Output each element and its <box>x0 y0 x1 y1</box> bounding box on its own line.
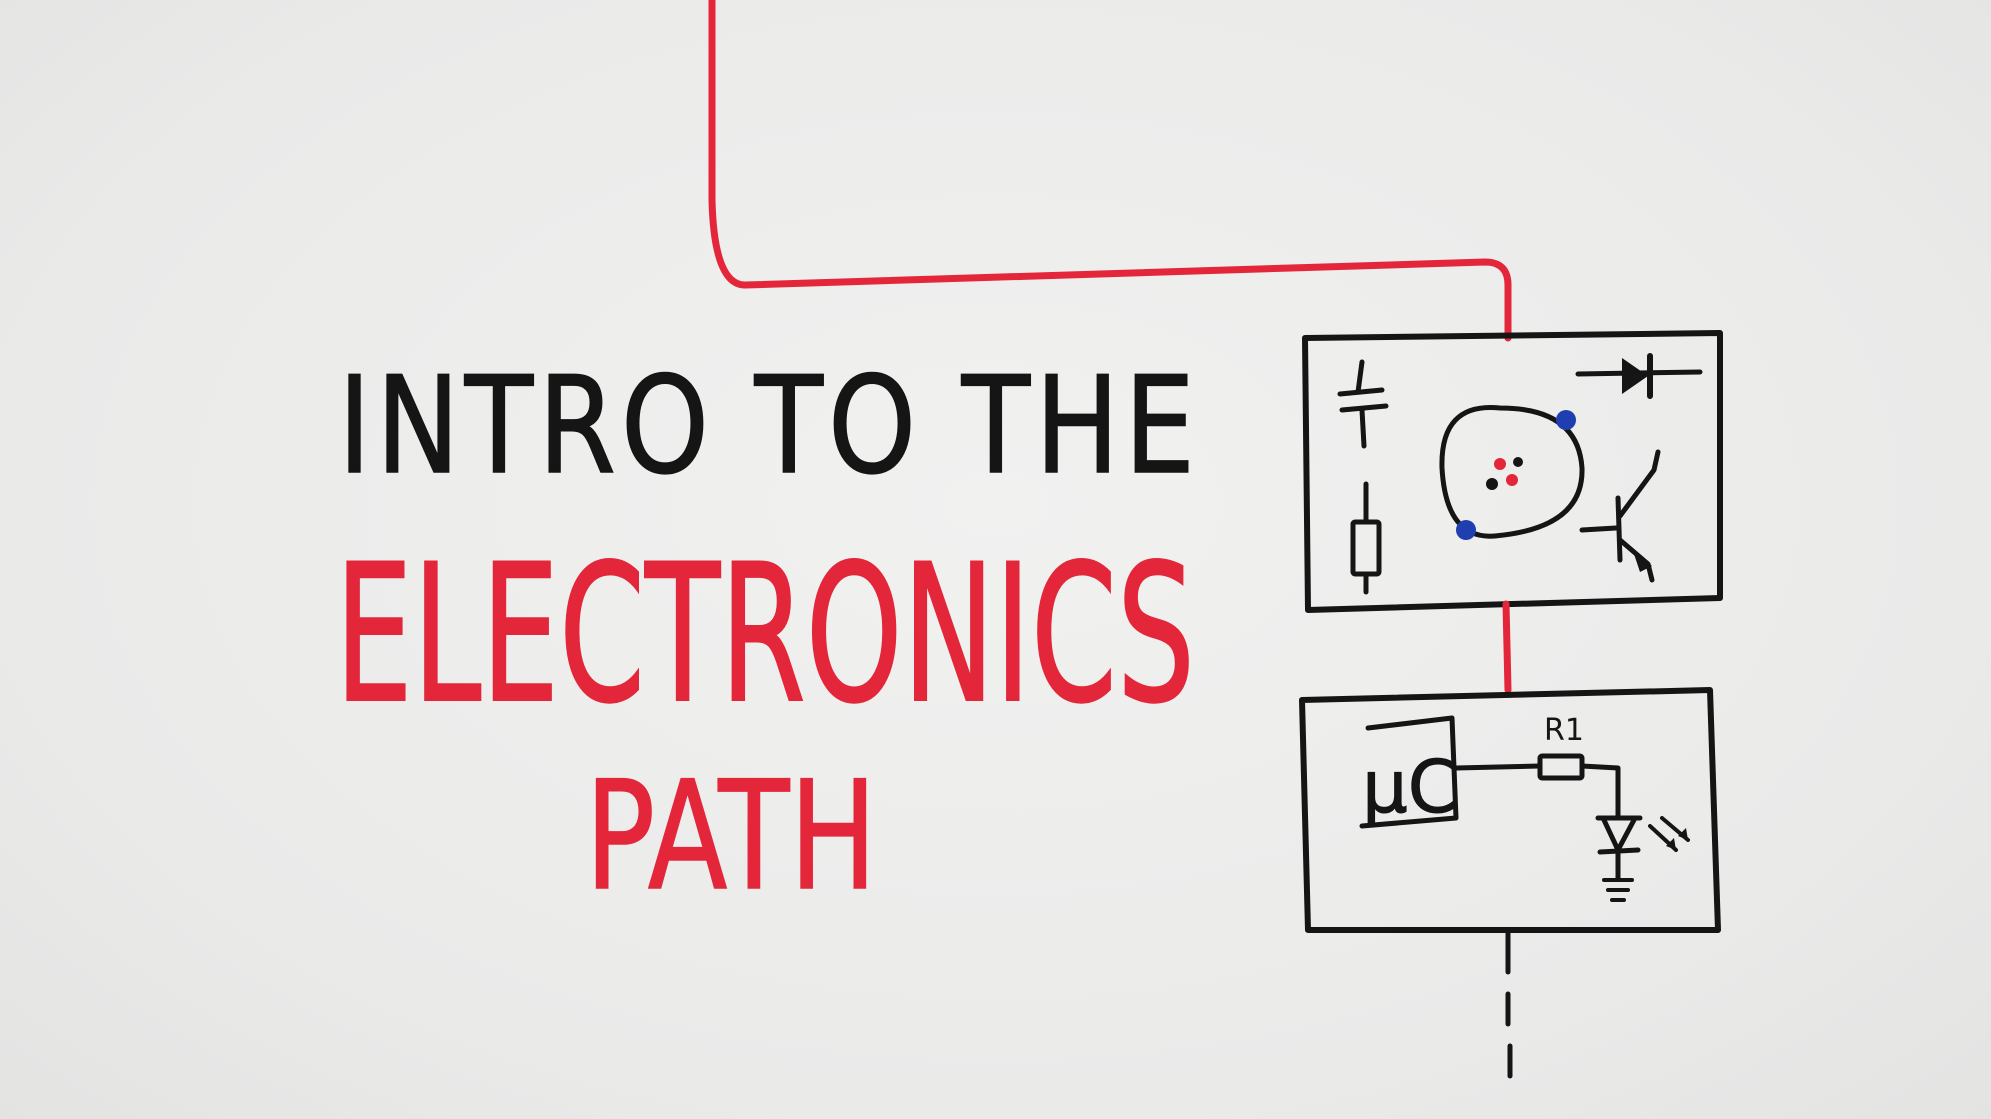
red-wire-middle <box>1502 600 1512 694</box>
nucleus-dot <box>1494 458 1506 470</box>
transistor-symbol <box>1579 449 1661 583</box>
red-wire-top <box>708 0 1512 342</box>
resistor-symbol-horizontal <box>1537 753 1585 781</box>
electron-dot <box>1456 520 1476 540</box>
electron-dot <box>1556 410 1576 430</box>
title-line-2: ELECTRONICS <box>335 524 1195 745</box>
nucleus-dot <box>1506 474 1518 486</box>
nucleus-dot <box>1486 478 1498 490</box>
capacitor-symbol <box>1337 359 1389 449</box>
diode-symbol <box>1575 353 1703 399</box>
resistor-symbol-vertical <box>1350 481 1382 595</box>
title-line-3: PATH <box>585 750 877 924</box>
led-symbol <box>1595 815 1690 881</box>
microcontroller-label: µC <box>1362 745 1458 829</box>
microcontroller-box: µC R1 <box>1299 687 1721 933</box>
components-box <box>1302 330 1723 613</box>
title-line-1: INTRO TO THE <box>338 348 1200 504</box>
dashed-wire-bottom <box>1505 929 1513 1079</box>
ground-symbol <box>1602 878 1634 902</box>
resistor-label: R1 <box>1544 713 1584 748</box>
nucleus-dot <box>1513 457 1523 467</box>
atom-symbol <box>1439 405 1585 540</box>
